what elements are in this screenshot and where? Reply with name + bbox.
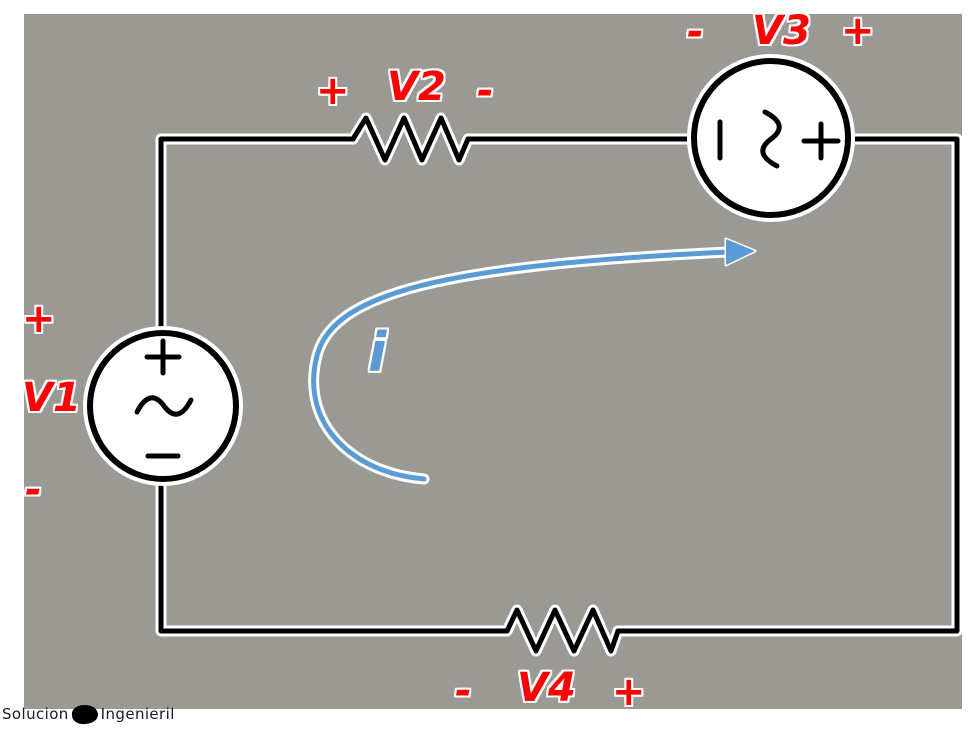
v4-name-label: V4 [517,665,576,711]
watermark-word1: Solucion [2,705,69,723]
v3-name-label: V3 [752,8,811,54]
v1-sine-icon [134,395,194,417]
current-arrowhead-icon [724,237,757,267]
v4-minus-label: - [455,668,472,714]
v4-plus-label: + [612,669,646,715]
v2-plus-label: + [316,68,350,114]
v3-sine-icon [760,109,782,169]
v1-plus-label: + [22,296,56,342]
ac-source-v3 [687,54,855,222]
ac-source-v1 [83,326,243,486]
current-arrow [314,237,757,479]
v3-minus-label: - [687,9,704,55]
v2-minus-label: - [477,68,494,114]
v3-plus-label: + [841,8,875,54]
circuit-loop-wire [161,139,957,631]
watermark-word2: Ingenieril [100,705,175,723]
v1-minus-label: - [25,467,42,513]
current-label: i [368,321,387,384]
wire-halo [161,118,957,651]
watermark: Solucion Ingenieril [2,704,175,725]
v1-name-label: V1 [22,375,81,421]
v2-name-label: V2 [387,64,446,110]
watermark-logo-mark [71,704,99,725]
